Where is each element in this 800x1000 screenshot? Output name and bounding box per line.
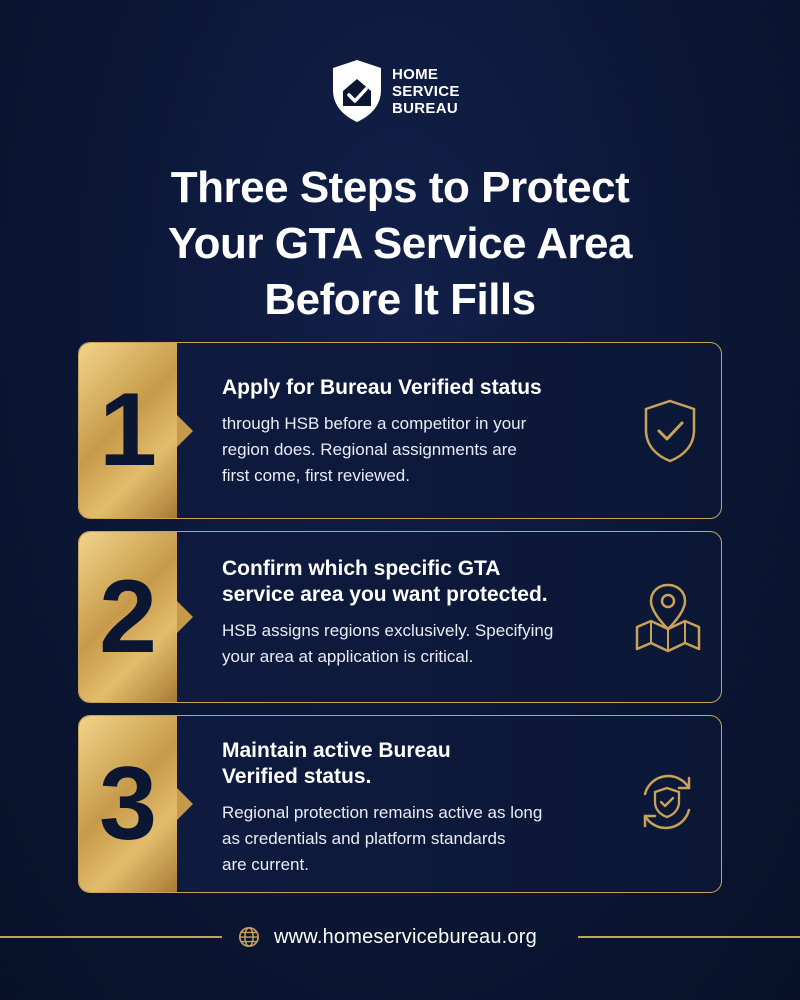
title-line-3: Before It Fills [264,275,536,324]
step-heading-line: Verified status. [222,765,372,788]
step-body-line: your area at application is critical. [222,647,474,666]
step-number-badge: 3 [79,716,193,892]
map-pin-icon [631,581,705,653]
title-line-1: Three Steps to Protect [170,163,630,212]
step-number: 3 [99,745,157,862]
step-body-line: first come, first reviewed. [222,466,410,485]
step-heading-line: Confirm which specific GTA [222,557,501,580]
step-content: Confirm which specific GTA service area … [222,556,622,670]
step-heading-line: service area you want protected. [222,583,548,606]
step-card-2: 2 Confirm which specific GTA service are… [78,531,722,703]
step-card-3: 3 Maintain active Bureau Verified status… [78,715,722,893]
shield-house-check-icon [333,60,381,122]
shield-check-icon [641,397,699,465]
step-heading: Confirm which specific GTA service area … [222,556,622,608]
step-body: HSB assigns regions exclusively. Specify… [222,618,622,670]
website-url[interactable]: www.homeservicebureau.org [274,925,537,948]
step-number: 1 [99,372,157,488]
step-content: Apply for Bureau Verified status through… [222,375,622,489]
brand-line-1: HOME [392,65,439,83]
footer: www.homeservicebureau.org [0,922,800,952]
title-line-2: Your GTA Service Area [168,219,632,268]
globe-icon [239,927,259,947]
step-content: Maintain active Bureau Verified status. … [222,738,622,878]
step-number-badge: 2 [79,532,193,702]
step-body-line: as credentials and platform standards [222,829,506,848]
step-body: Regional protection remains active as lo… [222,800,622,878]
step-number: 2 [99,558,157,675]
step-card-1: 1 Apply for Bureau Verified status throu… [78,342,722,519]
footer-link[interactable]: www.homeservicebureau.org [238,922,537,952]
brand-name: HOME SERVICE BUREAU [392,66,460,117]
step-body-line: through HSB before a competitor in your [222,414,527,433]
brand-logo: HOME SERVICE BUREAU [330,58,460,124]
step-body-line: Regional protection remains active as lo… [222,803,543,822]
step-number-badge: 1 [79,343,193,518]
step-heading-line: Apply for Bureau Verified status [222,376,542,399]
step-body: through HSB before a competitor in your … [222,411,622,489]
page-title: Three Steps to Protect Your GTA Service … [0,160,800,328]
step-heading: Maintain active Bureau Verified status. [222,738,622,790]
footer-divider-left [0,936,222,938]
footer-divider-right [578,936,800,938]
step-heading: Apply for Bureau Verified status [222,375,622,401]
brand-line-3: BUREAU [392,99,458,117]
step-body-line: are current. [222,855,309,874]
step-body-line: HSB assigns regions exclusively. Specify… [222,621,554,640]
brand-line-2: SERVICE [392,82,460,100]
shield-refresh-icon [631,766,703,838]
step-body-line: region does. Regional assignments are [222,440,517,459]
step-heading-line: Maintain active Bureau [222,739,451,762]
